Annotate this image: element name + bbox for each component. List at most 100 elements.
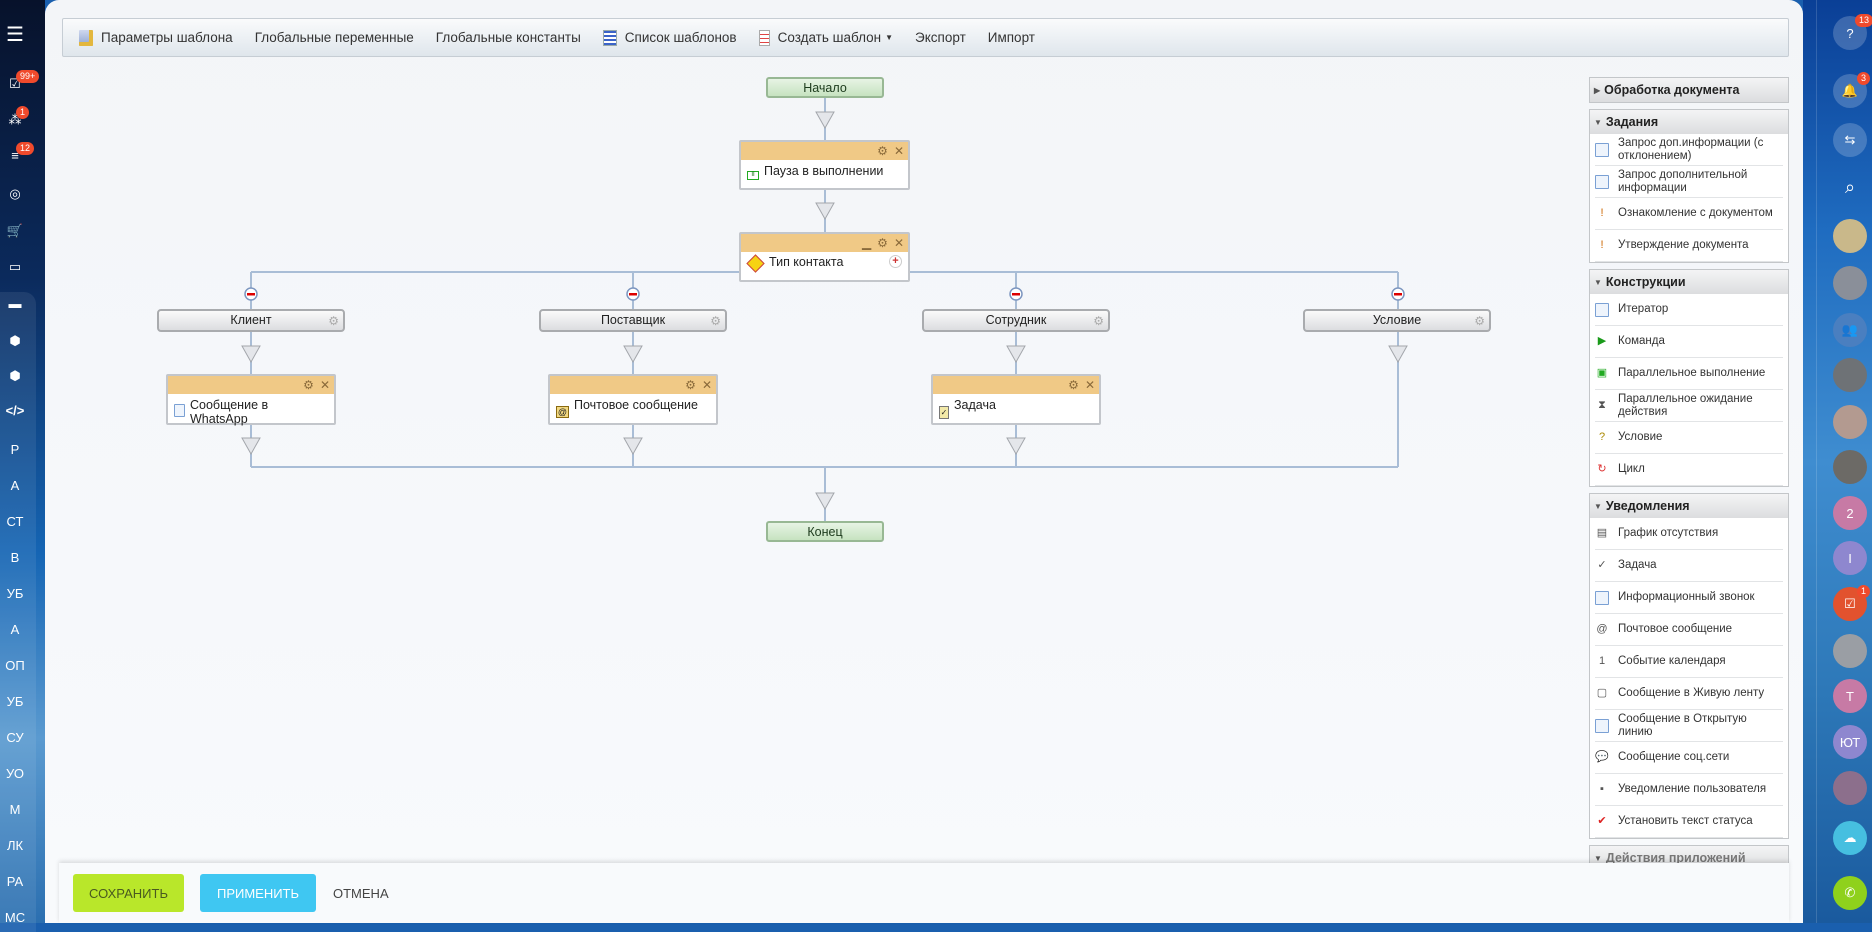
sidebar-item[interactable]: ОП xyxy=(5,658,25,673)
remove-branch-icon[interactable] xyxy=(244,287,258,301)
close-icon[interactable]: ✕ xyxy=(1084,378,1095,392)
help-icon[interactable]: ?13 xyxy=(1833,14,1872,50)
remove-branch-icon[interactable] xyxy=(626,287,640,301)
palette-item[interactable]: 💬Сообщение соц.сети xyxy=(1595,742,1783,774)
save-button[interactable]: СОХРАНИТЬ xyxy=(73,874,184,912)
sidebar-item[interactable]: УБ xyxy=(6,586,24,601)
export-button[interactable]: Экспорт xyxy=(915,30,966,45)
palette-item[interactable]: !Ознакомление с документом xyxy=(1595,198,1783,230)
palette-item[interactable]: Запрос доп.информации (с отклонением) xyxy=(1595,134,1783,166)
close-icon[interactable]: ✕ xyxy=(893,144,904,158)
close-icon[interactable]: ✕ xyxy=(319,378,330,392)
avatar[interactable] xyxy=(1833,771,1867,805)
activity-1[interactable]: ⚙✕Сообщение в WhatsApp xyxy=(166,374,336,426)
palette-item[interactable]: ▪Уведомление пользователя xyxy=(1595,774,1783,806)
sidebar-item[interactable]: ЛК xyxy=(6,838,24,853)
remove-branch-icon[interactable] xyxy=(1009,287,1023,301)
sidebar-item[interactable]: А xyxy=(10,622,20,637)
palette-item[interactable]: Сообщение в Открытую линию xyxy=(1595,710,1783,742)
avatar[interactable] xyxy=(1833,450,1867,484)
contact-card-icon[interactable]: ▭ xyxy=(8,259,22,274)
chat-icon[interactable]: ⇆ xyxy=(1833,123,1867,157)
cancel-button[interactable]: ОТМЕНА xyxy=(333,885,389,901)
palette-item[interactable]: ▶Команда xyxy=(1595,326,1783,358)
palette-item[interactable]: ▢Сообщение в Живую ленту xyxy=(1595,678,1783,710)
add-branch-icon[interactable]: + xyxy=(889,255,902,268)
gear-icon[interactable]: ⚙ xyxy=(1093,314,1104,328)
close-icon[interactable]: ✕ xyxy=(701,378,712,392)
cloud-phone-icon[interactable]: ☁ xyxy=(1833,821,1867,855)
activity-2[interactable]: ⚙✕@Почтовое сообщение xyxy=(548,374,718,425)
palette-item[interactable]: ▤График отсутствия xyxy=(1595,518,1783,550)
group-chat-icon[interactable]: 👥 xyxy=(1833,313,1867,347)
global-vars-button[interactable]: Глобальные переменные xyxy=(255,30,414,45)
template-list-button[interactable]: Список шаблонов xyxy=(602,29,737,46)
branch-4[interactable]: Условие⚙ xyxy=(1303,309,1491,332)
close-icon[interactable]: ✕ xyxy=(893,236,904,250)
gear-icon[interactable]: ⚙ xyxy=(710,314,721,328)
sidebar-item[interactable]: УО xyxy=(6,766,24,781)
avatar[interactable]: Т xyxy=(1833,679,1867,713)
section-header[interactable]: ▼Задания xyxy=(1590,110,1788,134)
task-chat-icon[interactable]: ☑1 xyxy=(1833,585,1871,621)
menu-icon[interactable]: ☰ xyxy=(6,24,24,46)
gear-icon[interactable]: ⚙ xyxy=(877,144,888,158)
apply-button[interactable]: ПРИМЕНИТЬ xyxy=(200,874,316,912)
sidebar-item[interactable]: УБ xyxy=(6,694,24,709)
sidebar-item[interactable]: В xyxy=(10,550,20,565)
palette-item[interactable]: ?Условие xyxy=(1595,422,1783,454)
gear-icon[interactable]: ⚙ xyxy=(685,378,696,392)
phone-icon[interactable]: ✆ xyxy=(1833,876,1867,910)
robot-icon[interactable]: ▬ xyxy=(8,296,22,311)
target-icon[interactable]: ◎ xyxy=(9,186,21,201)
avatar[interactable] xyxy=(1833,266,1867,300)
avatar[interactable] xyxy=(1833,405,1867,439)
sidebar-item[interactable]: РА xyxy=(6,874,24,889)
palette-item[interactable]: ✔Установить текст статуса xyxy=(1595,806,1783,838)
start-node[interactable]: Начало xyxy=(766,77,884,98)
box-icon[interactable]: ⬢ xyxy=(9,333,21,348)
palette-item[interactable]: !Утверждение документа xyxy=(1595,230,1783,262)
box-icon[interactable]: ⬢ xyxy=(9,368,21,383)
remove-branch-icon[interactable] xyxy=(1391,287,1405,301)
section-header[interactable]: ▼Уведомления xyxy=(1590,494,1788,518)
bell-icon[interactable]: 🔔3 xyxy=(1833,72,1871,108)
gear-icon[interactable]: ⚙ xyxy=(303,378,314,392)
avatar[interactable] xyxy=(1833,358,1867,392)
sidebar-item[interactable]: МС xyxy=(4,910,26,925)
code-icon[interactable]: </> xyxy=(5,403,25,418)
palette-item[interactable]: ↻Цикл xyxy=(1595,454,1783,486)
activity-3[interactable]: ⚙✕✓Задача xyxy=(931,374,1101,425)
global-consts-button[interactable]: Глобальные константы xyxy=(436,30,581,45)
gear-icon[interactable]: ⚙ xyxy=(328,314,339,328)
sidebar-item[interactable]: Р xyxy=(10,442,20,457)
branch-2[interactable]: Поставщик⚙ xyxy=(539,309,727,332)
avatar[interactable]: 2 xyxy=(1833,496,1867,530)
end-node[interactable]: Конец xyxy=(766,521,884,542)
condition-activity[interactable]: ▁⚙✕ Тип контакта+ xyxy=(739,232,910,282)
palette-item[interactable]: Запрос дополнительной информации xyxy=(1595,166,1783,198)
gear-icon[interactable]: ⚙ xyxy=(1068,378,1079,392)
avatar[interactable]: I xyxy=(1833,541,1867,575)
search-icon[interactable]: ⌕ xyxy=(1844,176,1856,197)
branch-1[interactable]: Клиент⚙ xyxy=(157,309,345,332)
avatar[interactable]: ЮТ xyxy=(1833,725,1867,759)
crm-icon[interactable]: ⁂1 xyxy=(0,106,30,128)
palette-item[interactable]: ▣Параллельное выполнение xyxy=(1595,358,1783,390)
template-params-button[interactable]: Параметры шаблона xyxy=(79,29,233,46)
palette-item[interactable]: Итератор xyxy=(1595,294,1783,326)
section-doc-processing[interactable]: ▶Обработка документа xyxy=(1589,77,1789,103)
sidebar-item[interactable]: А xyxy=(10,478,20,493)
collapse-icon[interactable]: ▁ xyxy=(861,236,872,250)
gear-icon[interactable]: ⚙ xyxy=(1474,314,1485,328)
import-button[interactable]: Импорт xyxy=(988,30,1035,45)
avatar[interactable] xyxy=(1833,634,1867,668)
filter-icon[interactable]: ≡12 xyxy=(0,142,35,163)
create-template-dropdown[interactable]: Создать шаблон▼ xyxy=(758,29,893,46)
avatar[interactable] xyxy=(1833,219,1867,253)
branch-3[interactable]: Сотрудник⚙ xyxy=(922,309,1110,332)
sidebar-item[interactable]: СУ xyxy=(6,730,24,745)
palette-item[interactable]: ✓Задача xyxy=(1595,550,1783,582)
